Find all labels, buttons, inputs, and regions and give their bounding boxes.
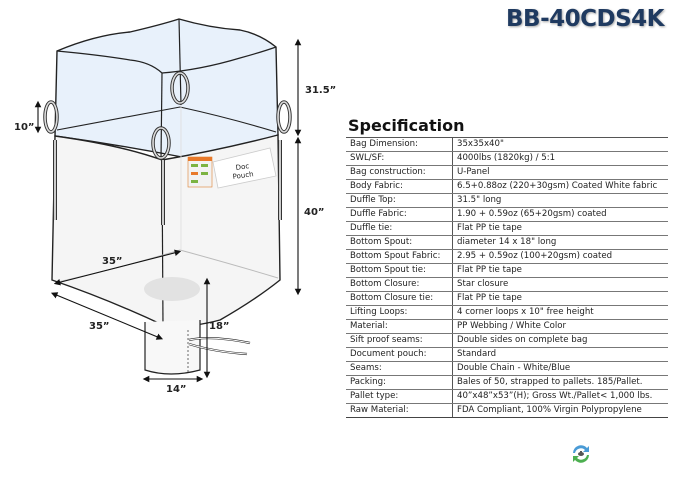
spec-label: Packing: xyxy=(346,375,453,390)
loop-height-label: 10” xyxy=(14,122,35,133)
spec-value: Star closure xyxy=(452,277,668,292)
spec-label: Bottom Closure tie: xyxy=(346,291,453,306)
table-row: SWL/SF:4000lbs (1820kg) / 5:1 xyxy=(346,151,668,166)
table-row: Bag construction:U-Panel xyxy=(346,165,668,180)
table-row: Seams:Double Chain - White/Blue xyxy=(346,361,668,376)
spec-value: 40”x48”x53”(H); Gross Wt./Pallet< 1,000 … xyxy=(452,389,668,404)
spec-label: Sift proof seams: xyxy=(346,333,453,348)
spec-value: FDA Compliant, 100% Virgin Polypropylene xyxy=(452,403,668,418)
spec-value: Bales of 50, strapped to pallets. 185/Pa… xyxy=(452,375,668,390)
spec-value: 2.95 + 0.59oz (100+20gsm) coated xyxy=(452,249,668,264)
spec-value: 35x35x40" xyxy=(452,137,668,152)
table-row: Duffle Fabric:1.90 + 0.59oz (65+20gsm) c… xyxy=(346,207,668,222)
spec-value: Flat PP tie tape xyxy=(452,291,668,306)
spout-diameter-label: 14” xyxy=(166,384,187,395)
table-row: Material:PP Webbing / White Color xyxy=(346,319,668,334)
spec-value: 6.5+0.88oz (220+30gsm) Coated White fabr… xyxy=(452,179,668,194)
specification-heading: Specification xyxy=(348,116,465,135)
doc-pouch-label-2: Pouch xyxy=(232,170,254,181)
product-title: BB-40CDS4K xyxy=(506,6,664,32)
spec-label: Bottom Closure: xyxy=(346,277,453,292)
bulk-bag-diagram: Doc Pouch 31.5” 10” 40” 35” 35” 18” 14” xyxy=(14,18,336,395)
spec-label: Body Fabric: xyxy=(346,179,453,194)
table-row: Pallet type:40”x48”x53”(H); Gross Wt./Pa… xyxy=(346,389,668,404)
table-row: Duffle tie:Flat PP tie tape xyxy=(346,221,668,236)
spec-label: Pallet type: xyxy=(346,389,453,404)
table-row: Lifting Loops:4 corner loops x 10" free … xyxy=(346,305,668,320)
spec-value: Double sides on complete bag xyxy=(452,333,668,348)
table-row: Bottom Spout:diameter 14 x 18" long xyxy=(346,235,668,250)
spec-value: Flat PP tie tape xyxy=(452,263,668,278)
table-row: Bottom Closure:Star closure xyxy=(346,277,668,292)
duffle-top xyxy=(54,18,279,161)
table-row: Sift proof seams:Double sides on complet… xyxy=(346,333,668,348)
width-back-label: 35” xyxy=(102,256,123,267)
recycle-globe-icon xyxy=(573,445,589,463)
spec-label: Duffle tie: xyxy=(346,221,453,236)
spec-label: Document pouch: xyxy=(346,347,453,362)
spec-label: Duffle Top: xyxy=(346,193,453,208)
table-row: Document pouch:Standard xyxy=(346,347,668,362)
body-height-label: 40” xyxy=(304,207,325,218)
spec-label: Raw Material: xyxy=(346,403,453,418)
spec-label: Bottom Spout: xyxy=(346,235,453,250)
spec-label: Lifting Loops: xyxy=(346,305,453,320)
spec-value: Flat PP tie tape xyxy=(452,221,668,236)
spec-label: Bag Dimension: xyxy=(346,137,453,152)
spec-value: Double Chain - White/Blue xyxy=(452,361,668,376)
spec-label: Duffle Fabric: xyxy=(346,207,453,222)
table-row: Packing:Bales of 50, strapped to pallets… xyxy=(346,375,668,390)
spec-value: PP Webbing / White Color xyxy=(452,319,668,334)
spec-value: 31.5" long xyxy=(452,193,668,208)
spec-value: 4 corner loops x 10" free height xyxy=(452,305,668,320)
spec-value: diameter 14 x 18" long xyxy=(452,235,668,250)
spec-label: Material: xyxy=(346,319,453,334)
dimension-arrows xyxy=(34,38,302,383)
spec-value: 1.90 + 0.59oz (65+20gsm) coated xyxy=(452,207,668,222)
table-row: Raw Material:FDA Compliant, 100% Virgin … xyxy=(346,403,668,418)
table-row: Bag Dimension:35x35x40" xyxy=(346,137,668,152)
spec-label: Bag construction: xyxy=(346,165,453,180)
spec-value: 4000lbs (1820kg) / 5:1 xyxy=(452,151,668,166)
duffle-height-label: 31.5” xyxy=(305,85,336,96)
table-row: Duffle Top:31.5" long xyxy=(346,193,668,208)
width-front-label: 35” xyxy=(89,321,110,332)
table-row: Bottom Spout Fabric:2.95 + 0.59oz (100+2… xyxy=(346,249,668,264)
spec-value: Standard xyxy=(452,347,668,362)
table-row: Bottom Closure tie:Flat PP tie tape xyxy=(346,291,668,306)
table-row: Body Fabric:6.5+0.88oz (220+30gsm) Coate… xyxy=(346,179,668,194)
spout-length-label: 18” xyxy=(209,321,230,332)
table-row: Bottom Spout tie:Flat PP tie tape xyxy=(346,263,668,278)
doc-pouch-label-1: Doc xyxy=(235,162,250,172)
doc-pouch: Doc Pouch xyxy=(187,147,277,189)
spec-value: U-Panel xyxy=(452,165,668,180)
specification-table: Bag Dimension:35x35x40" SWL/SF:4000lbs (… xyxy=(346,137,668,418)
spec-label: Bottom Spout tie: xyxy=(346,263,453,278)
spec-label: SWL/SF: xyxy=(346,151,453,166)
spec-label: Seams: xyxy=(346,361,453,376)
spec-label: Bottom Spout Fabric: xyxy=(346,249,453,264)
